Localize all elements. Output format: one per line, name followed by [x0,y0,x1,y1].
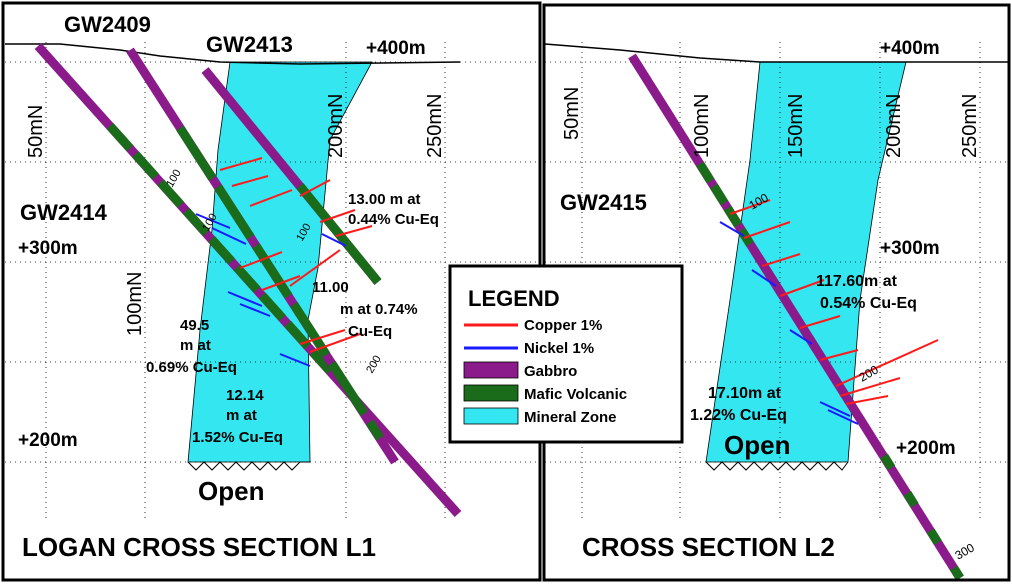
svg-text:0.54% Cu-Eq: 0.54% Cu-Eq [820,295,917,312]
svg-text:0.69% Cu-Eq: 0.69% Cu-Eq [146,359,237,376]
left-northing-250: 250mN [424,94,446,158]
right-depth-300: 300 [953,540,978,562]
right-panel: GW2415 +400m +300m +200m 50mN 100mN 150m… [542,3,1011,582]
left-intercept-2: 11.00 m at 0.74% Cu-Eq [312,279,418,340]
hole-label-gw2415: GW2415 [560,190,647,215]
svg-text:Cu-Eq: Cu-Eq [348,323,392,340]
left-assay-copper [219,157,373,353]
legend: LEGEND Copper 1% Nickel 1% Gabbro Mafic … [448,264,684,444]
svg-text:Copper 1%: Copper 1% [524,317,602,334]
legend-item-gabbro: Gabbro [463,361,577,380]
legend-item-mineral: Mineral Zone [463,407,617,426]
right-open-label: Open [724,430,790,460]
svg-text:m at: m at [226,407,257,424]
left-intercept-1: 13.00 m at 0.44% Cu-Eq [348,191,439,228]
left-elev-400: +400m [366,38,426,59]
legend-swatch-gabbro [463,361,519,379]
left-northing-200: 200mN [325,94,347,158]
right-assay-copper [729,199,939,405]
svg-text:m at: m at [180,337,211,354]
hole-gw2413-mafic [296,183,382,285]
right-depth-200: 200 [857,362,882,384]
right-northing-100: 100mN [691,94,713,158]
right-open-zigzag [705,461,849,471]
right-elev-400: +400m [880,38,940,59]
hole-gw2414-mafic [106,122,334,375]
left-depth-100-a: 100 [164,168,184,190]
legend-title: LEGEND [468,286,560,311]
right-northing-150: 150mN [785,94,807,158]
svg-text:Nickel 1%: Nickel 1% [524,340,594,357]
left-depth-200: 200 [364,354,384,376]
legend-swatch-mafic [463,384,519,402]
left-intercept-4: 12.14 m at 1.52% Cu-Eq [192,387,283,446]
right-elev-200: +200m [896,438,956,459]
left-elev-300: +300m [18,238,78,259]
legend-item-mafic: Mafic Volcanic [463,384,627,403]
right-elev-300: +300m [880,238,940,259]
svg-text:117.60m at: 117.60m at [816,273,898,290]
hole-label-gw2414: GW2414 [20,200,108,225]
right-northing-200: 200mN [883,94,905,158]
left-intercept-3: 49.5 m at 0.69% Cu-Eq [146,317,237,376]
svg-text:12.14: 12.14 [226,387,264,404]
svg-text:49.5: 49.5 [180,317,209,334]
left-assay-nickel [195,213,347,367]
left-panel: GW2409 GW2413 GW2414 +400m +300m +200m 5… [1,1,542,582]
left-northing-50: 50mN [25,105,47,158]
svg-text:17.10m at: 17.10m at [708,385,782,402]
left-section-title: LOGAN CROSS SECTION L1 [22,532,376,562]
right-intercept-1: 117.60m at 0.54% Cu-Eq [816,273,917,312]
left-elev-200: +200m [18,430,78,451]
legend-item-nickel: Nickel 1% [464,340,594,357]
svg-text:Mineral Zone: Mineral Zone [524,409,617,426]
right-intercept-2: 17.10m at 1.22% Cu-Eq [690,385,787,424]
svg-text:0.44% Cu-Eq: 0.44% Cu-Eq [348,211,439,228]
right-section-title: CROSS SECTION L2 [582,532,835,562]
right-northing-50: 50mN [561,87,583,140]
hole-label-gw2409: GW2409 [64,12,151,37]
left-open-label: Open [198,476,264,506]
svg-text:13.00 m at: 13.00 m at [348,191,421,208]
svg-text:Gabbro: Gabbro [524,363,577,380]
right-topography [544,43,1008,63]
right-northing-250: 250mN [959,94,981,158]
hole-label-gw2413: GW2413 [206,32,293,57]
right-assay-nickel [719,221,859,425]
left-open-zigzag [187,461,310,471]
hole-gw2415-mafic [696,161,754,247]
svg-text:1.22% Cu-Eq: 1.22% Cu-Eq [690,407,787,424]
svg-text:Mafic Volcanic: Mafic Volcanic [524,386,627,403]
svg-text:1.52% Cu-Eq: 1.52% Cu-Eq [192,429,283,446]
left-topography [5,43,461,65]
legend-swatch-mineral [463,407,519,425]
legend-item-copper: Copper 1% [464,317,602,334]
hole-gw2415-trace [628,53,964,581]
left-northing-100: 100mN [124,272,146,336]
svg-text:m at 0.74%: m at 0.74% [340,301,418,318]
svg-text:11.00: 11.00 [312,279,349,296]
